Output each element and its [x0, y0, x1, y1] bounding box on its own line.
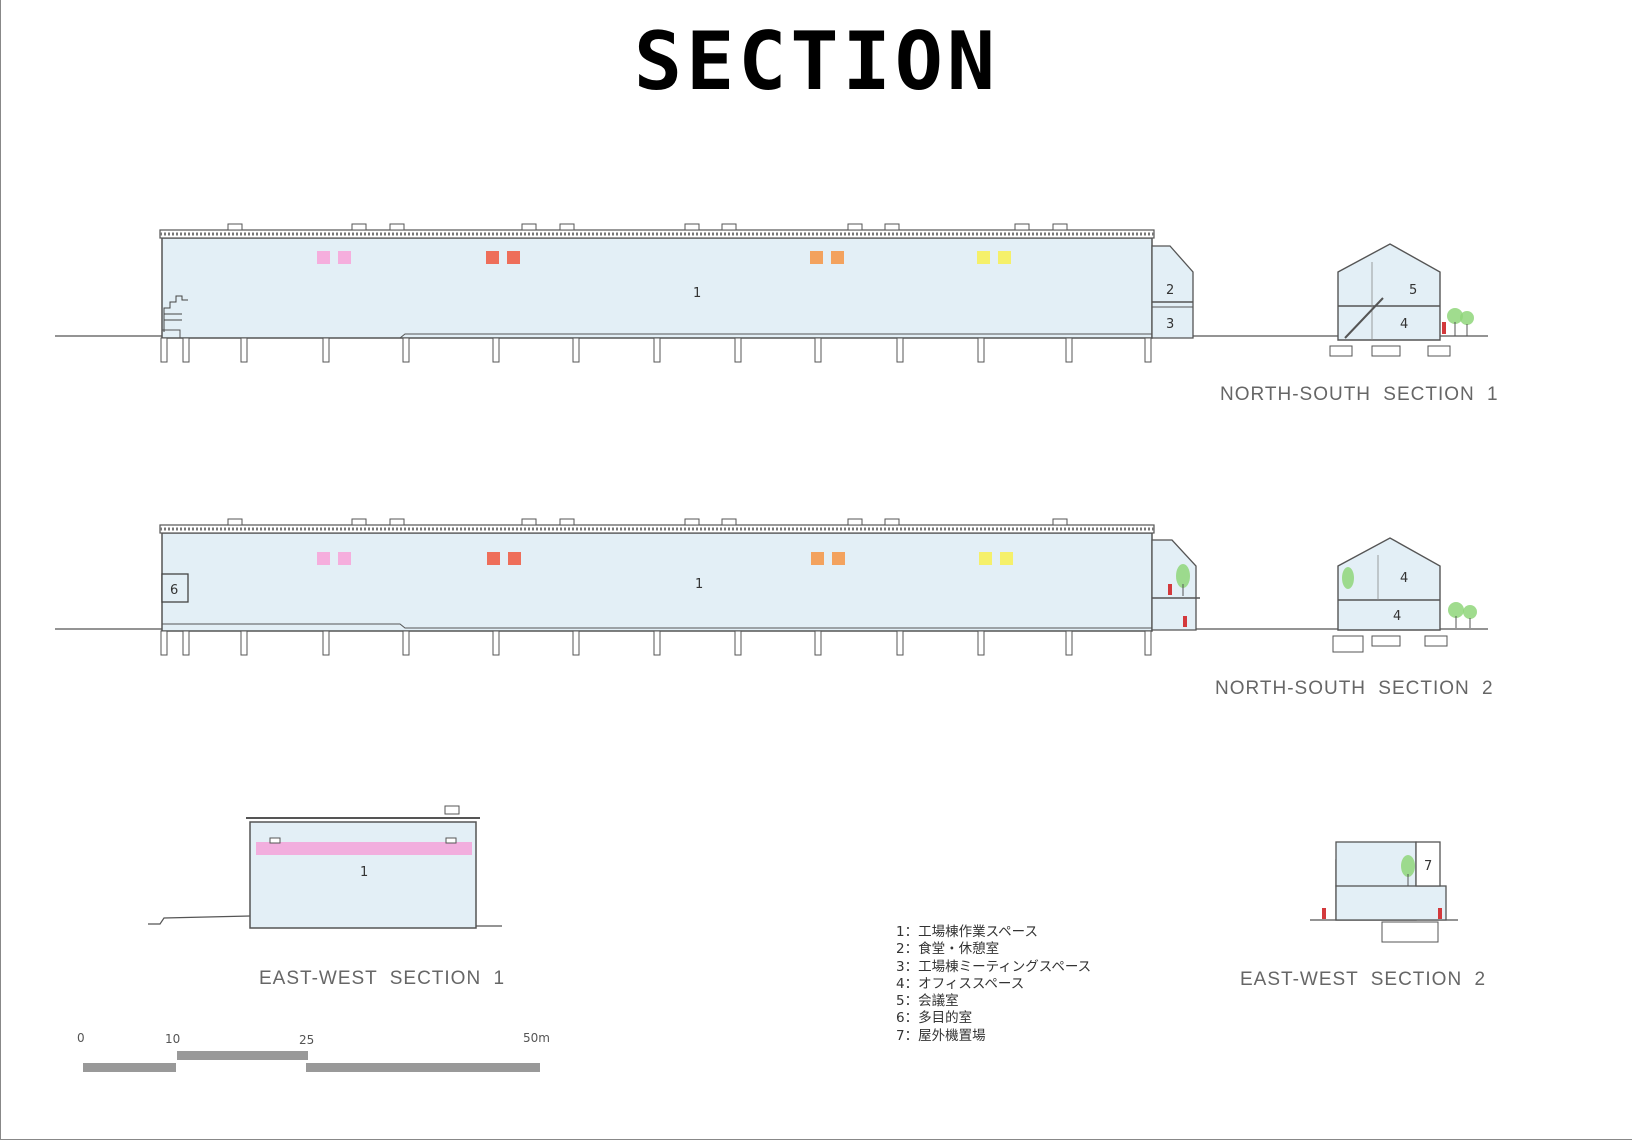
ns2-light-boxes — [317, 552, 1013, 565]
scale-tick-label: 25 — [299, 1033, 315, 1047]
ns2-section-label: NORTH-SOUTH SECTION 2 — [1215, 678, 1494, 699]
ns2-piles — [160, 630, 1152, 656]
legend-item: 5：会議室 — [896, 993, 959, 1010]
room-number-2: 2 — [1166, 283, 1174, 298]
room-number-1: 1 — [693, 286, 701, 301]
ns2-office-building — [1337, 537, 1441, 631]
sheet-title: SECTION — [633, 15, 1000, 108]
room-number-4: 4 — [1400, 317, 1408, 332]
ns2-red-light — [487, 552, 500, 565]
ns1-section-label: NORTH-SOUTH SECTION 1 — [1220, 384, 1499, 405]
ew2-person-icon — [1438, 908, 1442, 919]
ew1-roof-vent — [444, 805, 460, 815]
ns2-red-light — [508, 552, 521, 565]
ns2-annex-tree-icon — [1176, 564, 1190, 596]
ns1-stair-run — [1344, 297, 1384, 339]
ew2-section-label: EAST-WEST SECTION 2 — [1240, 969, 1487, 990]
scale-tick-label: 0 — [77, 1031, 85, 1045]
ns1-light-boxes — [317, 251, 1011, 264]
ns1-yellow-light — [977, 251, 990, 264]
room-legend: 1：工場棟作業スペース 2：食堂・休憩室 3：工場棟ミーティングスペース 4：オ… — [896, 924, 1091, 1045]
scale-bar-segment — [306, 1063, 540, 1072]
ns1-footings — [1329, 345, 1451, 357]
ew2-section-drawing: 6 7 — [1310, 841, 1458, 943]
room-number-4: 4 — [1393, 609, 1401, 624]
ns1-orange-light — [810, 251, 823, 264]
scale-tick-label: 50m — [523, 1031, 550, 1045]
ns1-pink-light — [338, 251, 351, 264]
scale-tick-label: 10 — [165, 1032, 181, 1046]
room-number-3: 3 — [1166, 317, 1174, 332]
legend-item: 3：工場棟ミーティングスペース — [896, 958, 1092, 975]
ew1-crane-band — [256, 842, 472, 855]
ns2-hall-interior — [161, 532, 1153, 632]
ns2-yellow-light — [1000, 552, 1013, 565]
ns1-office-building — [1337, 243, 1441, 341]
ns2-tree-icon — [1448, 602, 1477, 628]
ns2-orange-light — [811, 552, 824, 565]
ns2-floor-step — [162, 623, 1152, 629]
ns1-piles — [160, 337, 1152, 363]
ns2-roof-vents — [227, 518, 1068, 526]
ew1-section-drawing: 1 — [148, 805, 502, 929]
ns1-annex-building — [1151, 245, 1194, 339]
ns1-red-light — [507, 251, 520, 264]
room-number-1: 1 — [695, 577, 703, 592]
ns2-pink-light — [317, 552, 330, 565]
room-number-5: 5 — [1409, 283, 1417, 298]
ew2-outdoor-unit-yard — [1415, 841, 1441, 887]
legend-item: 6：多目的室 — [896, 1010, 973, 1027]
ns1-yellow-light — [998, 251, 1011, 264]
ns2-office-tree-icon — [1342, 567, 1354, 589]
ew2-foundation — [1381, 921, 1439, 943]
room-number-4: 4 — [1400, 571, 1408, 586]
ns2-yellow-light — [979, 552, 992, 565]
ns1-person-icon — [1442, 322, 1446, 334]
ns2-person-icon — [1168, 584, 1172, 595]
ew1-section-label: EAST-WEST SECTION 1 — [259, 968, 506, 989]
ns2-section-drawing: 6 1 — [55, 518, 1488, 656]
ns1-floor-step — [162, 329, 1152, 339]
ns2-annex-building — [1151, 539, 1197, 631]
legend-item: 1：工場棟作業スペース — [896, 924, 1038, 940]
ns1-section-drawing: 1 2 3 5 4 — [55, 223, 1488, 363]
ns1-tree-icon — [1447, 308, 1474, 336]
ns2-orange-light — [832, 552, 845, 565]
ew1-hall-interior — [249, 821, 477, 929]
room-number-1: 1 — [360, 865, 368, 880]
ns2-footings — [1332, 635, 1448, 653]
ns2-multipurpose-room — [161, 573, 189, 603]
legend-item: 4：オフィススペース — [896, 975, 1025, 992]
ns2-person-icon — [1183, 616, 1187, 627]
ew2-person-icon — [1322, 908, 1326, 919]
scale-bar-segment — [177, 1051, 308, 1060]
ew2-tree-icon — [1401, 855, 1415, 886]
ns1-pink-light — [317, 251, 330, 264]
legend-item: 7：屋外機置場 — [896, 1027, 986, 1044]
legend-item: 2：食堂・休憩室 — [896, 941, 1000, 958]
ns1-roof-vents — [227, 223, 1068, 231]
ns1-red-light — [486, 251, 499, 264]
ns2-pink-light — [338, 552, 351, 565]
scale-bar-segment — [83, 1063, 176, 1072]
room-number-6: 6 — [170, 583, 178, 598]
ns1-orange-light — [831, 251, 844, 264]
room-number-7: 7 — [1424, 859, 1432, 874]
scale-bar — [83, 1051, 540, 1072]
ew1-ground-line — [148, 915, 251, 925]
ns1-stair — [163, 295, 188, 332]
